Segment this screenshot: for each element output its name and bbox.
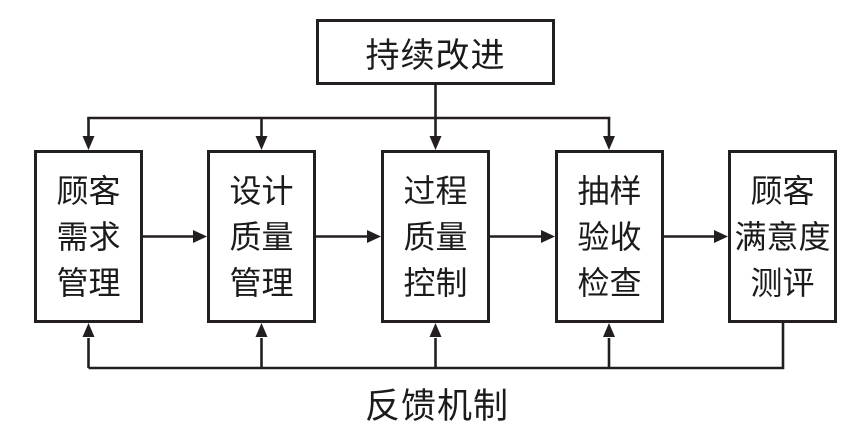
down-arrowhead-icon — [429, 136, 442, 150]
box-customer-requirements-management: 顾客 需求 管理 — [34, 150, 143, 323]
box-line: 验收 — [577, 218, 642, 255]
box-line: 顾客 — [750, 172, 815, 209]
box-label: 持续改进 — [365, 37, 506, 75]
down-arrowhead-icon — [603, 136, 615, 150]
up-arrowhead-icon — [603, 323, 615, 337]
box-line: 管理 — [56, 264, 121, 301]
box-line: 过程 — [403, 172, 468, 209]
up-arrowhead-icon — [255, 323, 268, 337]
right-arrowhead-icon — [367, 230, 381, 243]
box-continuous-improvement: 持续改进 — [316, 19, 555, 85]
up-arrowhead-icon — [82, 323, 95, 337]
box-line: 管理 — [229, 264, 294, 301]
box-sampling-acceptance-inspection: 抽样 验收 检查 — [555, 150, 664, 323]
box-customer-satisfaction-evaluation: 顾客 满意度 测评 — [728, 150, 837, 323]
right-arrowhead-icon — [714, 230, 728, 243]
box-line: 质量 — [229, 218, 294, 255]
box-line: 满意度 — [734, 218, 831, 255]
box-line: 检查 — [577, 264, 642, 301]
down-arrowhead-icon — [255, 136, 268, 150]
right-arrowhead-icon — [541, 230, 555, 243]
top-distribution-connector — [82, 84, 615, 150]
box-line: 设计 — [229, 172, 294, 209]
feedback-loop-connector — [82, 322, 785, 370]
box-line: 控制 — [403, 264, 468, 301]
down-arrowhead-icon — [82, 136, 95, 150]
box-line: 质量 — [403, 218, 468, 255]
box-line: 抽样 — [577, 172, 642, 209]
up-arrowhead-icon — [429, 323, 442, 337]
sequential-flow-arrows — [143, 230, 728, 243]
box-process-quality-control: 过程 质量 控制 — [381, 150, 490, 323]
box-line: 顾客 — [56, 172, 121, 209]
box-line: 测评 — [750, 264, 815, 301]
feedback-main-line — [88, 322, 785, 370]
box-line: 需求 — [56, 218, 121, 255]
box-design-quality-management: 设计 质量 管理 — [207, 150, 316, 323]
feedback-mechanism-label: 反馈机制 — [364, 387, 509, 424]
right-arrowhead-icon — [193, 230, 207, 243]
